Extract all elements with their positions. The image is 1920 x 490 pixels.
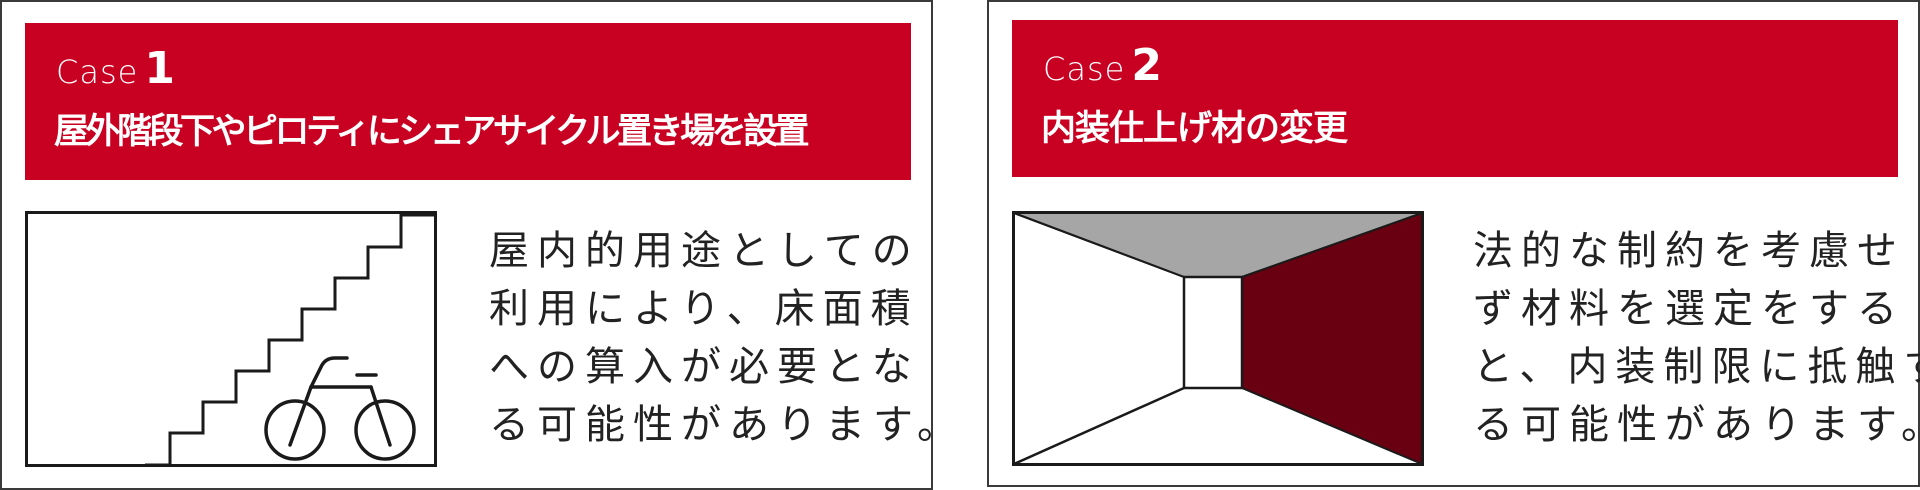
description-line: ず材料を選定をする <box>1473 286 1905 332</box>
description-line: 屋内的用途としての <box>489 228 920 274</box>
staircase-icon <box>145 213 435 467</box>
description-line: への算入が必要とな <box>489 344 920 390</box>
room-perspective-illustration <box>1012 211 1424 466</box>
description-line: る可能性があります。 <box>489 402 965 448</box>
case-1-title: 屋外階段下やピロティにシェアサイクル置き場を設置 <box>54 112 810 152</box>
illustration-frame <box>25 211 437 467</box>
staircase-bicycle-illustration <box>25 211 437 467</box>
case-word: Case <box>1043 50 1126 88</box>
bicycle-icon <box>264 356 416 461</box>
description-line: る可能性があります。 <box>1473 402 1920 448</box>
case-1-description: 屋内的用途としての 利用により、床面積 への算入が必要とな る可能性があります。 <box>489 222 965 454</box>
case-2-description: 法的な制約を考慮せ ず材料を選定をする と、内装制限に抵触す る可能性があります… <box>1473 222 1920 454</box>
case-word: Case <box>56 53 139 91</box>
description-line: 法的な制約を考慮せ <box>1473 228 1905 274</box>
description-line: 利用により、床面積 <box>489 286 919 332</box>
back-wall-shape <box>1182 275 1244 390</box>
case-2-title: 内装仕上げ材の変更 <box>1041 109 1348 149</box>
case-number: 1 <box>144 43 175 94</box>
case-number: 2 <box>1131 40 1162 91</box>
description-line: と、内装制限に抵触す <box>1473 344 1920 390</box>
